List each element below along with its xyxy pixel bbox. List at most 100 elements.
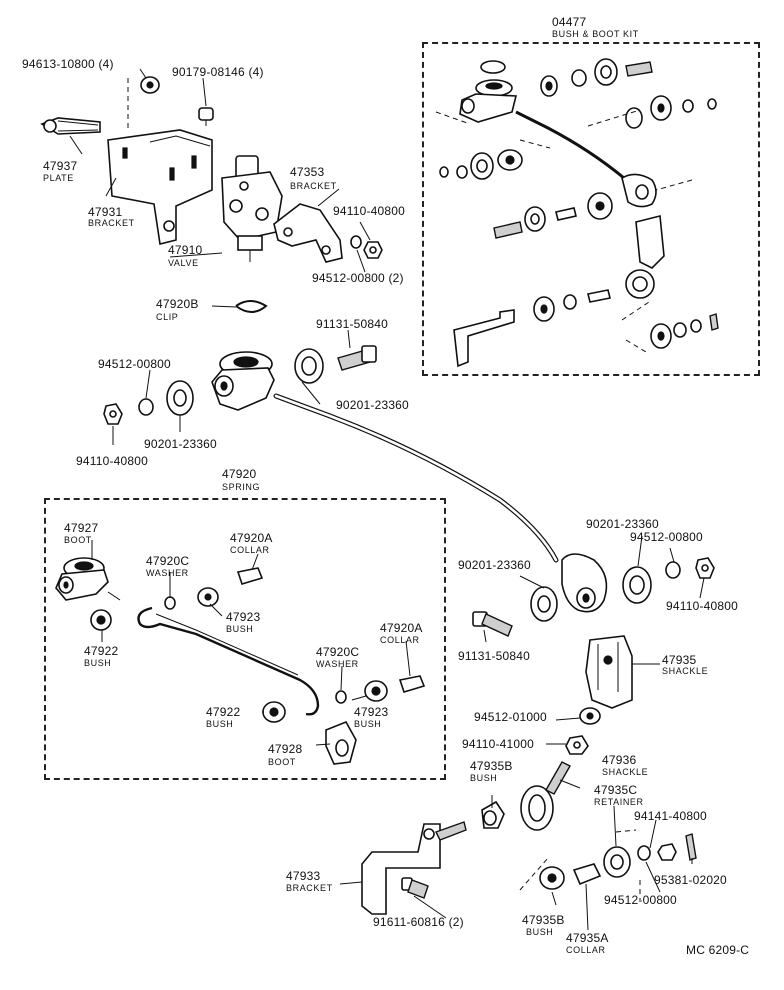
kit-clip bbox=[480, 60, 506, 74]
label-47920B: 47920B bbox=[156, 297, 199, 311]
name-47935B-a: BUSH bbox=[470, 773, 498, 783]
name-47935: SHACKLE bbox=[662, 666, 709, 676]
kit-number: 04477 bbox=[552, 15, 587, 29]
label-47935B-a: 47935B bbox=[470, 759, 513, 773]
bolt-91131-b bbox=[472, 611, 513, 637]
kit-boot-lower bbox=[621, 173, 657, 208]
kit-name: BUSH & BOOT KIT bbox=[552, 29, 639, 39]
bolt-90179 bbox=[198, 107, 214, 126]
retainer-47935C bbox=[603, 846, 631, 878]
washer-90201-d bbox=[530, 586, 558, 622]
label-47920A-b: 47920A bbox=[380, 621, 423, 635]
washer-94512-d bbox=[579, 707, 601, 725]
nut-94110-b bbox=[103, 403, 123, 425]
collar-47920A-b bbox=[398, 675, 426, 693]
label-90201-d: 90201-23360 bbox=[458, 558, 531, 572]
label-47936: 47936 bbox=[602, 753, 637, 767]
spring-box bbox=[44, 498, 446, 780]
bush-47922-a bbox=[90, 609, 112, 631]
kit-parts-row4 bbox=[493, 192, 613, 239]
label-47923-b: 47923 bbox=[354, 705, 389, 719]
shackle-47935 bbox=[585, 635, 633, 709]
washer-94512-c bbox=[665, 561, 681, 579]
label-94512-b: 94512-00800 bbox=[98, 357, 171, 371]
spring-number: 47920 bbox=[222, 467, 257, 481]
bracket-47931 bbox=[107, 129, 213, 245]
kit-parts-row6 bbox=[650, 313, 719, 349]
washer-90201-c bbox=[622, 566, 652, 604]
label-90201-a: 90201-23360 bbox=[336, 398, 409, 412]
label-91131-b: 91131-50840 bbox=[458, 649, 531, 663]
label-47922-b: 47922 bbox=[206, 705, 241, 719]
collar-47920A-a bbox=[236, 567, 264, 585]
label-91131-a: 91131-50840 bbox=[316, 317, 389, 331]
label-95381: 95381-02020 bbox=[654, 873, 727, 887]
shackle-47936 bbox=[520, 761, 571, 831]
name-47927: BOOT bbox=[64, 535, 92, 545]
bush-47923-a bbox=[197, 587, 219, 607]
kit-parts-row1 bbox=[540, 58, 653, 97]
bush-47923-b bbox=[364, 680, 388, 702]
label-94512-d: 94512-01000 bbox=[474, 710, 547, 724]
diagram-code: MC 6209-C bbox=[686, 943, 750, 957]
name-47920C-b: WASHER bbox=[316, 659, 359, 669]
name-47931: BRACKET bbox=[88, 218, 135, 228]
nut-94110-d bbox=[565, 735, 589, 755]
kit-bracket bbox=[453, 309, 515, 368]
label-47920A-a: 47920A bbox=[230, 531, 273, 545]
name-47936: SHACKLE bbox=[602, 767, 649, 777]
pin-95381 bbox=[685, 833, 697, 861]
plate-47937 bbox=[40, 117, 101, 135]
bush-47935B-b bbox=[539, 866, 565, 890]
kit-parts-row3 bbox=[439, 149, 523, 180]
cable-boot-upper bbox=[211, 351, 275, 411]
collar-47935A bbox=[572, 863, 602, 886]
label-47933: 47933 bbox=[286, 869, 321, 883]
label-47910: 47910 bbox=[168, 243, 203, 257]
valve-47910 bbox=[221, 155, 283, 262]
name-47935C: RETAINER bbox=[594, 797, 644, 807]
name-47920A-b: COLLAR bbox=[380, 635, 420, 645]
washer-94613 bbox=[140, 76, 160, 94]
name-47928: BOOT bbox=[268, 757, 296, 767]
kit-parts-row2 bbox=[625, 95, 717, 129]
label-90179: 90179-08146 (4) bbox=[172, 65, 264, 79]
label-47920C-b: 47920C bbox=[316, 645, 360, 659]
label-94512-c: 94512-00800 bbox=[630, 530, 703, 544]
label-47927: 47927 bbox=[64, 521, 99, 535]
label-47923-a: 47923 bbox=[226, 610, 261, 624]
label-90201-c: 90201-23360 bbox=[586, 517, 659, 531]
spring-name: SPRING bbox=[222, 482, 261, 492]
bracket-47933 bbox=[361, 821, 467, 915]
kit-boot-upper bbox=[459, 79, 625, 180]
label-47922-a: 47922 bbox=[84, 644, 119, 658]
washer-90201-a bbox=[294, 348, 324, 384]
label-94110-b: 94110-40800 bbox=[76, 454, 149, 468]
name-47937: PLATE bbox=[43, 173, 74, 183]
label-94141: 94141-40800 bbox=[634, 809, 707, 823]
kit-box bbox=[422, 42, 760, 376]
label-94512-a: 94512-00800 (2) bbox=[312, 271, 404, 285]
label-47931: 47931 bbox=[88, 205, 123, 219]
bolt-91131-a bbox=[337, 345, 377, 371]
name-47910: VALVE bbox=[168, 258, 199, 268]
bracket-47353 bbox=[273, 203, 343, 263]
label-47935C: 47935C bbox=[594, 783, 638, 797]
label-94110-d: 94110-41000 bbox=[462, 737, 535, 751]
boot-47927 bbox=[55, 557, 109, 601]
spring-rod bbox=[137, 606, 320, 716]
nut-94141 bbox=[657, 843, 677, 861]
label-47928: 47928 bbox=[268, 742, 303, 756]
label-47935B-b: 47935B bbox=[522, 913, 565, 927]
name-47923-b: BUSH bbox=[354, 719, 382, 729]
name-47923-a: BUSH bbox=[226, 624, 254, 634]
label-47353: 47353 bbox=[290, 165, 325, 179]
label-47920C-a: 47920C bbox=[146, 554, 190, 568]
label-47935: 47935 bbox=[662, 653, 697, 667]
name-47933: BRACKET bbox=[286, 883, 333, 893]
label-47937: 47937 bbox=[43, 159, 78, 173]
cable-boot-lower bbox=[561, 553, 608, 613]
bolt-91611 bbox=[401, 877, 429, 899]
